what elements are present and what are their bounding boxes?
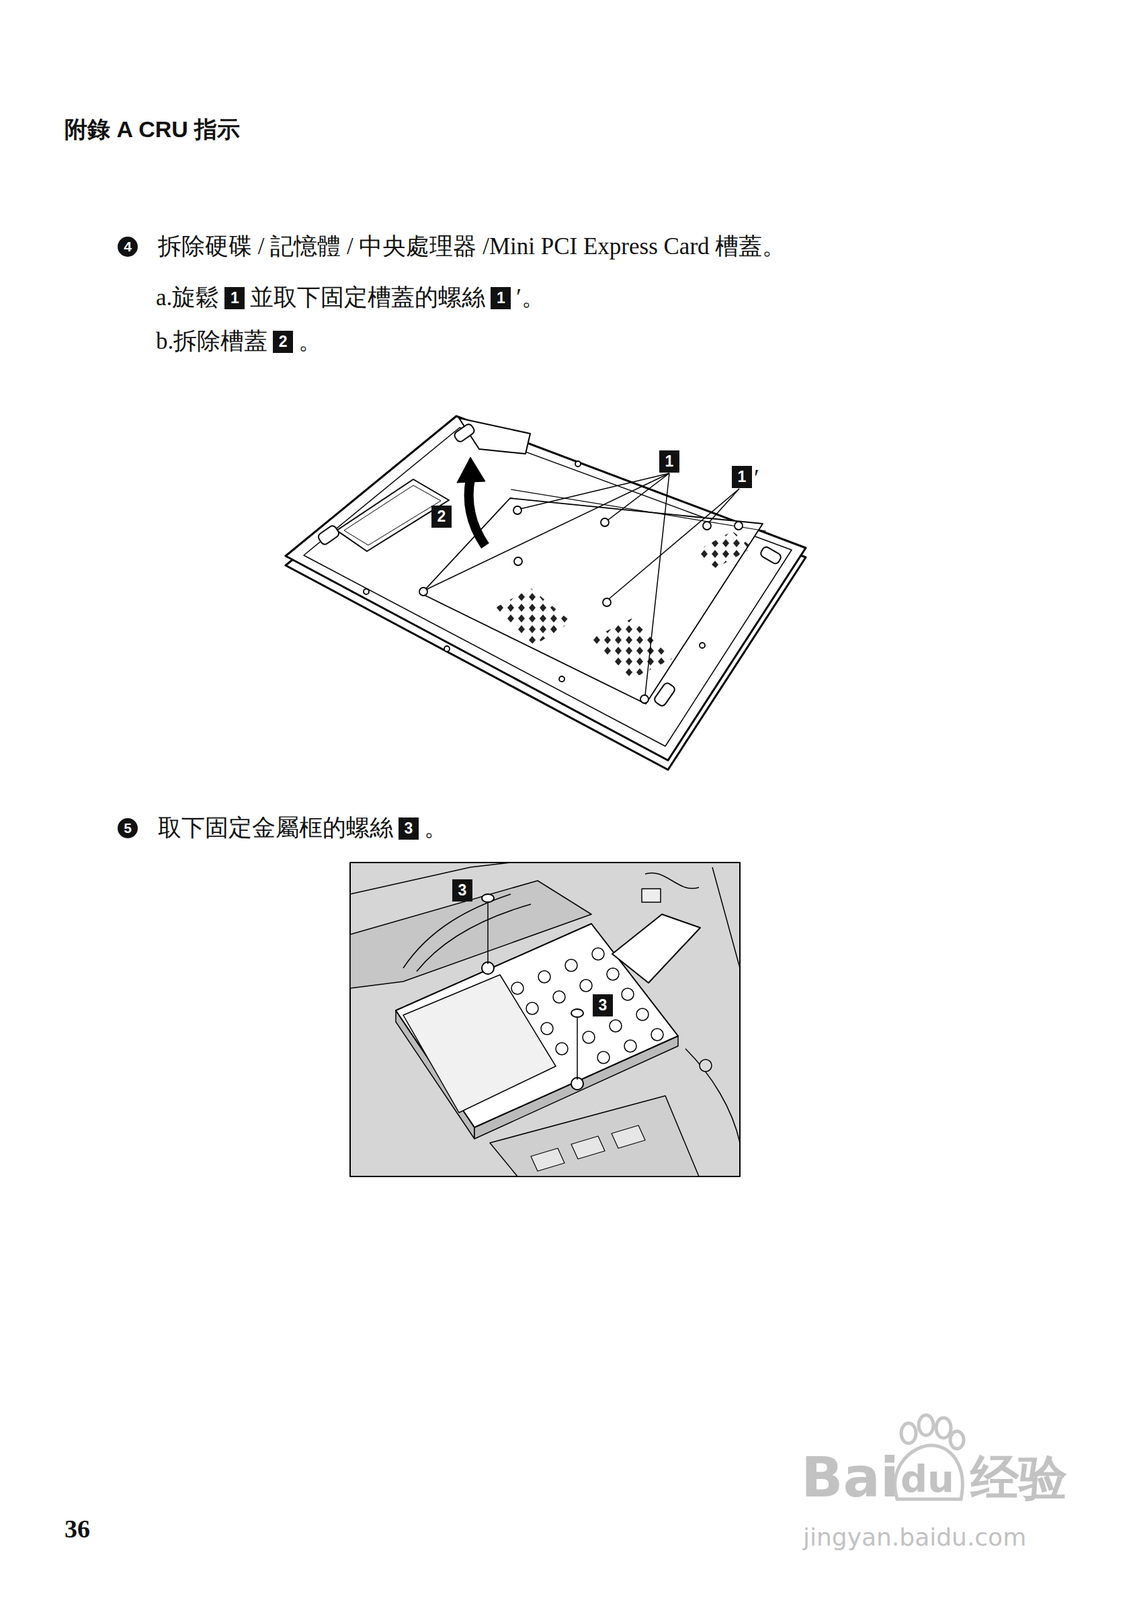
boss [699,1059,712,1072]
callout-number: 1 [490,286,511,310]
instruction-text: ′。 [516,281,546,314]
rubber-foot [653,681,677,707]
rubber-foot [452,422,476,443]
screws [363,461,743,703]
vent [695,530,753,568]
step-number: 4 [117,236,138,257]
lift-arrow [469,478,486,546]
instruction-text: 拆除硬碟 / 記憶體 / 中央處理器 /Mini PCI Express Car… [157,230,786,263]
callout-number: 1 [659,450,680,473]
memory-chips [530,1124,646,1171]
watermark: Bai [801,1444,900,1510]
text-line: 5 取下固定金屬框的螺絲3。 [117,811,448,845]
callout-number: 3 [398,817,419,840]
vent [493,588,572,646]
memory-slot [489,1095,699,1177]
instruction-text: 。 [424,811,448,845]
instruction-text: 。 [298,325,322,358]
page-number: 36 [64,1513,91,1543]
header-title: 附錄 A CRU 指示 [64,114,240,146]
watermark: 经验 [970,1444,1068,1510]
watermark: jingyan.baidu.com [803,1522,1027,1551]
screw [481,893,584,1090]
callout-number: 3 [592,993,613,1017]
antenna-wire [645,872,699,888]
laptop-bottom [285,415,806,770]
vent [591,618,673,679]
connector [641,888,661,902]
callout-number: 3 [452,879,473,902]
instruction-text: b.拆除槽蓋 [155,325,268,358]
callout-prime: ′ [754,462,760,495]
hdd-label [403,974,556,1113]
text-line: b.拆除槽蓋2。 [155,325,322,358]
text-line: 4 拆除硬碟 / 記憶體 / 中央處理器 /Mini PCI Express Ca… [117,230,786,263]
battery-bay-inner [344,485,441,546]
text-line: a.旋鬆1並取下固定槽蓋的螺絲1′。 [155,281,546,314]
step-number: 5 [117,817,138,839]
laptop-base [285,415,806,761]
callout-number: 1 [731,465,752,488]
cover-seam [510,489,767,531]
instruction-text: 取下固定金屬框的螺絲 [157,811,394,845]
leader-lines [426,473,740,695]
hdd-bay [350,862,740,1177]
instruction-text: a.旋鬆 [155,281,220,314]
rubber-foot [759,545,783,566]
arrow-head [456,456,486,483]
rubber-foot [317,524,341,546]
panel-edge [350,862,511,894]
ribbon-cable [612,913,701,983]
callout-number: 1 [224,286,245,310]
instruction-text: 並取下固定槽蓋的螺絲 [249,281,486,314]
bay-frame [350,862,740,1177]
callout-number: 2 [431,505,452,528]
base-outline [303,427,792,746]
callout-number: 2 [272,330,294,353]
chassis-edge [685,866,740,1143]
watermark: du [900,1451,955,1506]
